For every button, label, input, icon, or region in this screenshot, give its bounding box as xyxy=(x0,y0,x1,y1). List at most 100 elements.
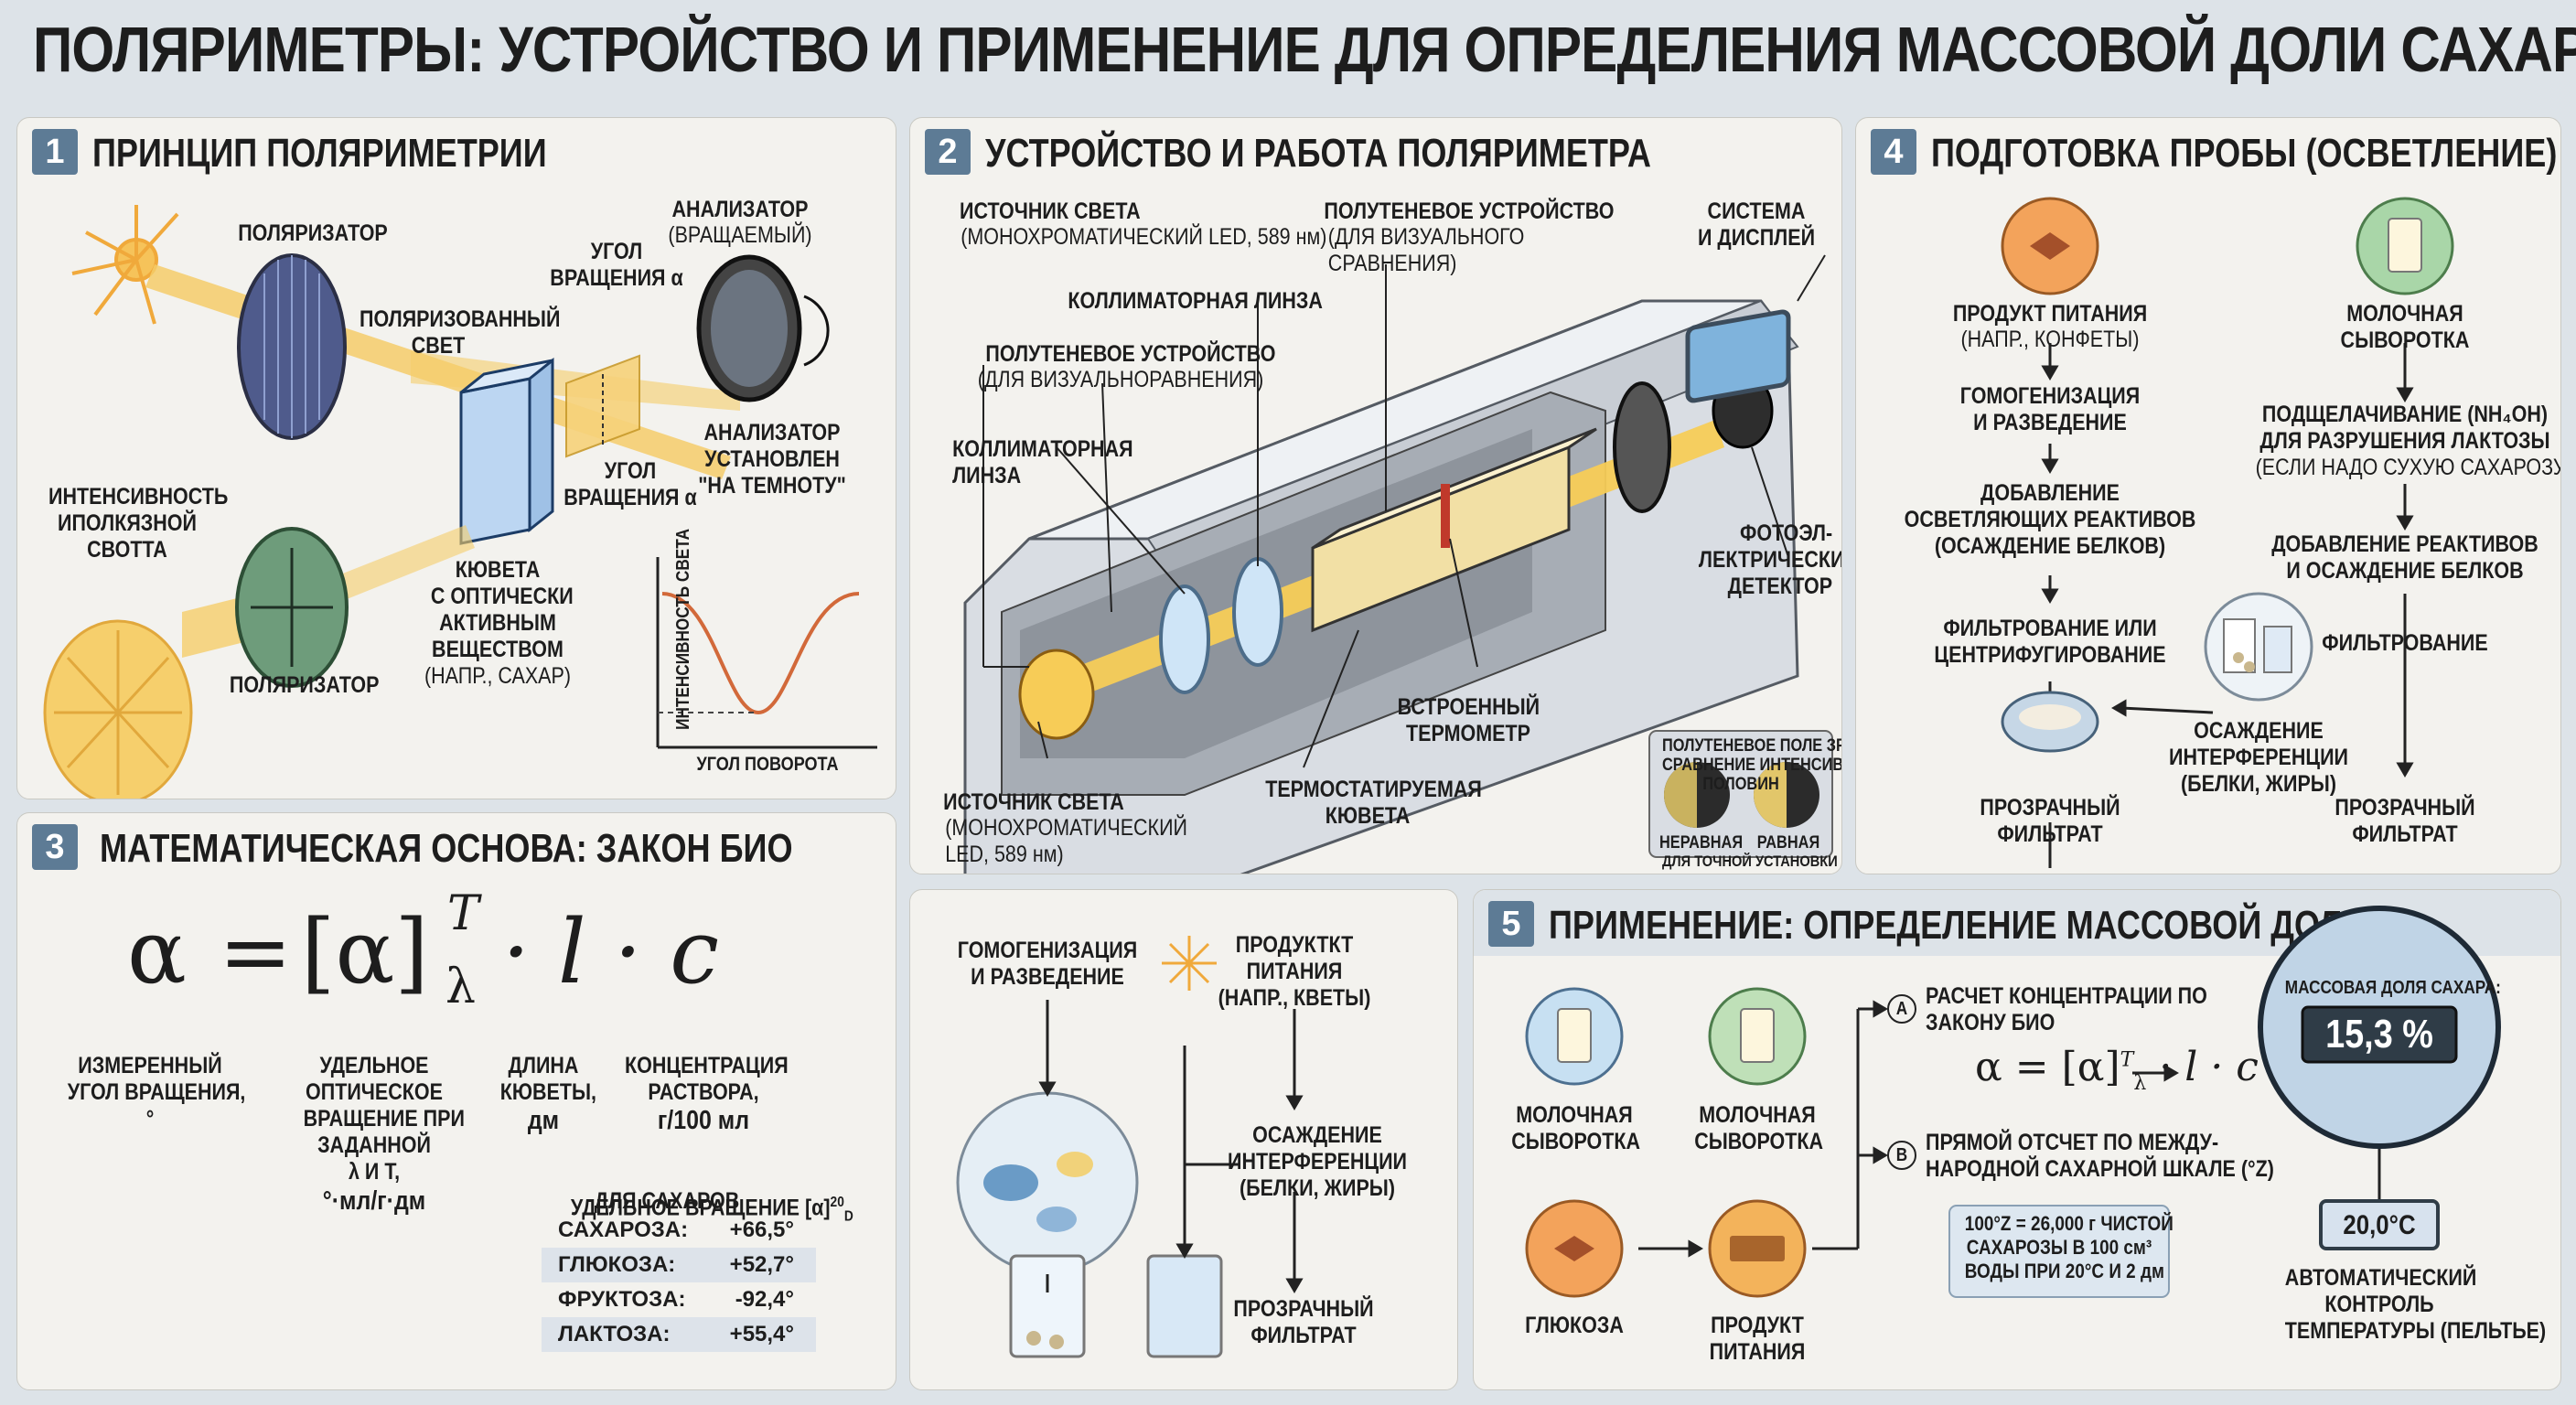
panel-title: ПРИНЦИП ПОЛЯРИМЕТРИИ xyxy=(92,131,547,176)
row-value: -92,4° xyxy=(735,1287,794,1312)
row-value: +52,7° xyxy=(729,1252,794,1277)
label-polarized-light: ПОЛЯРИЗОВАННЫЙ СВЕТ xyxy=(360,306,561,359)
panel-principle: 1 ПРИНЦИП ПОЛЯРИМЕТРИИ xyxy=(16,117,896,799)
mass-fraction-display xyxy=(2301,1005,2458,1064)
panel-header: 3 МАТЕМАТИЧЕСКАЯ ОСНОВА: ЗАКОН БИО xyxy=(17,813,896,879)
panel-number: 3 xyxy=(32,824,78,870)
light-source-icon xyxy=(71,205,179,325)
polarimeter-illustration xyxy=(963,254,1833,874)
principle-diagram xyxy=(43,205,877,799)
table-row: ЛАКТОЗА: +55,4° xyxy=(542,1317,816,1352)
label-halfshade-top: ПОЛУТЕНЕВОЕ УСТРОЙСТВО xyxy=(1324,198,1615,224)
option-a-letter: A xyxy=(1895,999,1908,1019)
step-filtering: ФИЛЬТРОВАНИЕ ИЛИ ЦЕНТРИФУГИРОВАНИЕ xyxy=(1934,616,2166,668)
desc-length-unit: дм xyxy=(527,1106,560,1135)
formula-small-rest: · l · c xyxy=(2159,1044,2259,1090)
thermometer-icon xyxy=(1441,484,1450,548)
panel-number: 5 xyxy=(1488,901,1534,947)
mini-product: ПРОДУКТКТ ПИТАНИЯ (НАПР., КВЕТЫ) xyxy=(1218,932,1371,1011)
step-product-sub: (НАПР., КОНФЕТЫ) xyxy=(1960,327,2140,352)
option-a-text: РАСЧЕТ КОНЦЕНТРАЦИИ ПО ЗАКОНУ БИО xyxy=(1926,983,2207,1035)
formula-small-T: T xyxy=(2120,1048,2134,1072)
table-title: УДЕЛЬНОЕ ВРАЩЕНИЕ [α]20D xyxy=(549,1163,853,1256)
step-whey: МОЛОЧНАЯ СЫВОРОТКА xyxy=(2340,301,2470,353)
desc-alpha: ИЗМЕРЕННЫЙ УГОЛ ВРАЩЕНИЯ, ° xyxy=(67,1053,246,1132)
rotation-plate xyxy=(565,354,640,458)
title-bar: ПОЛЯРИМЕТРЫ: УСТРОЙСТВО И ПРИМЕНЕНИЕ ДЛЯ… xyxy=(0,0,2576,102)
formula-small-lambda: λ xyxy=(2133,1071,2147,1095)
table-row: ГЛЮКОЗА: +52,7° xyxy=(542,1248,816,1282)
label-intensity: ИНТЕНСИВНОСТЬ ИПОЛКЯЗНОЙ СВОТТА xyxy=(48,484,229,563)
label-source-bottom-sub: (МОНОХРОМАТИЧЕСКИЙ LED, 589 нм) xyxy=(945,815,1187,867)
label-system-display: СИСТЕМА И ДИСПЛЕЙ xyxy=(1697,198,1816,251)
panel-title: УСТРОЙСТВО И РАБОТА ПОЛЯРИМЕТРА xyxy=(985,131,1651,176)
display-value: 15,3 % xyxy=(2325,1012,2433,1056)
row-name: ФРУКТОЗА: xyxy=(558,1287,686,1312)
step-clarifying: ДОБАВЛЕНИЕ ОСВЕТЛЯЮЩИХ РЕАКТИВОВ (ОСАЖДЕ… xyxy=(1904,480,2196,559)
sample-prep-mini-diagram xyxy=(956,936,1304,1358)
field-uneven-label: НЕРАВНАЯ xyxy=(1659,833,1744,853)
step-reagents: ДОБАВЛЕНИЕ РЕАКТИВОВ И ОСАЖДЕНИЕ БЕЛКОВ xyxy=(2271,531,2538,584)
label-collimator-top: КОЛЛИМАТОРНАЯ ЛИНЗА xyxy=(1068,288,1323,314)
label-product: ПРОДУКТ ПИТАНИЯ xyxy=(1709,1313,1806,1365)
desc-conc: КОНЦЕНТРАЦИЯ РАСТВОРА, xyxy=(625,1053,789,1105)
desc-conc-unit: г/100 мл xyxy=(657,1106,750,1135)
formula-T: T xyxy=(447,886,479,941)
z-scale-note-box xyxy=(1948,1205,2170,1298)
collimator-lens-1 xyxy=(1159,585,1210,694)
label-analyzer-dark: АНАЛИЗАТОР УСТАНОВЛЕН "НА ТЕМНОТУ" xyxy=(698,420,846,499)
cuvette xyxy=(459,357,554,545)
intensity-graph xyxy=(656,557,877,749)
formula-equals: = xyxy=(219,901,293,1003)
table-title-sup: 20 xyxy=(830,1195,844,1210)
panel-sample-prep-mini: ГОМОГЕНИЗАЦИЯ И РАЗВЕДЕНИЕ ПРОДУКТКТ ПИТ… xyxy=(909,889,1458,1390)
table-row: САХАРОЗА: +66,5° xyxy=(542,1213,816,1248)
formula-small: α = [α]Tλ · l · c xyxy=(1975,1044,2259,1095)
table-title-2: ДЛЯ САХАРОВ xyxy=(594,1188,740,1214)
table-title-sub: D xyxy=(843,1208,853,1225)
panel-application: 5 ПРИМЕНЕНИЕ: ОПРЕДЕЛЕНИЕ МАССОВОЙ ДОЛИ … xyxy=(1473,889,2561,1390)
panel-biot-law: 3 МАТЕМАТИЧЕСКАЯ ОСНОВА: ЗАКОН БИО α = [… xyxy=(16,812,896,1390)
formula-small-alpha: α xyxy=(1975,1044,2002,1090)
formula-rest: · l · c xyxy=(502,901,720,1003)
row-name: ЛАКТОЗА: xyxy=(558,1322,671,1346)
formula-small-bracket: [α] xyxy=(2061,1044,2120,1090)
step-product: ПРОДУКТ ПИТАНИЯ xyxy=(1952,301,2148,327)
mini-precipitation: ОСАЖДЕНИЕ ИНТЕРФЕРЕНЦИИ (БЕЛКИ, ЖИРЫ) xyxy=(1227,1122,1408,1201)
row-name: ГЛЮКОЗА: xyxy=(558,1252,676,1277)
display-label: МАССОВАЯ ДОЛЯ САХАРА: xyxy=(2284,978,2501,998)
label-halfshade-top-sub: (ДЛЯ ВИЗУАЛЬНОГО СРАВНЕНИЯ) xyxy=(1327,224,1525,276)
label-angle-top: УГОЛ ВРАЩЕНИЯ α xyxy=(550,239,683,291)
label-source-bottom: ИСТОЧНИК СВЕТА xyxy=(943,789,1124,815)
option-b-text: ПРЯМОЙ ОТСЧЕТ ПО МЕЖДУ- НАРОДНОЙ САХАРНО… xyxy=(1926,1130,2274,1182)
formula-alpha: α xyxy=(127,901,187,1003)
beaker-sediment-icon xyxy=(1009,1254,1086,1358)
panel-header: 2 УСТРОЙСТВО И РАБОТА ПОЛЯРИМЕТРА xyxy=(910,118,1841,184)
label-whey-1: МОЛОЧНАЯ СЫВОРОТКА xyxy=(1511,1102,1641,1154)
row-value: +55,4° xyxy=(729,1322,794,1346)
panel-number: 2 xyxy=(925,129,971,175)
desc-specific: УДЕЛЬНОЕ ОПТИЧЕСКОЕ ВРАЩЕНИЕ ПРИ ЗАДАННО… xyxy=(303,1053,465,1185)
step-filtrate-right: ПРОЗРАЧНЫЙ ФИЛЬТРАТ xyxy=(2334,795,2475,847)
mini-homogenize: ГОМОГЕНИЗАЦИЯ И РАЗВЕДЕНИЕ xyxy=(957,938,1138,990)
row-value: +66,5° xyxy=(729,1217,794,1242)
panel-sample-prep: 4 ПОДГОТОВКА ПРОБЫ (ОСВЕТЛЕНИЕ) ПРОДУКТ … xyxy=(1855,117,2561,874)
label-analyzer-sub: (ВРАЩАЕМЫЙ) xyxy=(668,222,812,248)
label-thermometer: ВСТРОЕННЫЙ ТЕРМОМЕТР xyxy=(1397,694,1540,746)
label-cuvette-sub: (НАПР., САХАР) xyxy=(424,663,572,689)
intensity-curve xyxy=(661,592,860,715)
page-title: ПОЛЯРИМЕТРЫ: УСТРОЙСТВО И ПРИМЕНЕНИЕ ДЛЯ… xyxy=(33,14,2576,85)
step-alkalize: ПОДЩЕЛАЧИВАНИЕ (NH₄OH) ДЛЯ РАЗРУШЕНИЯ ЛА… xyxy=(2259,402,2550,454)
step-homogenize: ГОМОГЕНИЗАЦИЯ И РАЗВЕДЕНИЕ xyxy=(1959,383,2141,435)
row-name: САХАРОЗА: xyxy=(558,1217,689,1242)
temperature-label: АВТОМАТИЧЕСКИЙ КОНТРОЛЬ ТЕМПЕРАТУРЫ (ПЕЛ… xyxy=(2284,1265,2547,1344)
formula-small-eq: = xyxy=(2014,1044,2049,1090)
label-cuvette: ТЕРМОСТАТИРУЕМАЯ КЮВЕТА xyxy=(1265,777,1482,829)
label-polarizer-top: ПОЛЯРИЗАТОР xyxy=(238,220,388,246)
panel-device: 2 УСТРОЙСТВО И РАБОТА ПОЛЯРИМЕТРА xyxy=(909,117,1842,874)
field-even-label: РАВНАЯ xyxy=(1756,833,1820,853)
temperature-display xyxy=(2319,1199,2440,1250)
panel-title: ПРИМЕНЕНИЕ: ОПРЕДЕЛЕНИЕ МАССОВОЙ ДОЛИ xyxy=(1549,903,2367,948)
label-glucose: ГЛЮКОЗА xyxy=(1525,1313,1624,1338)
field-note: ДЛЯ ТОЧНОЙ УСТАНОВКИ НУЛЯ xyxy=(1662,853,1841,870)
